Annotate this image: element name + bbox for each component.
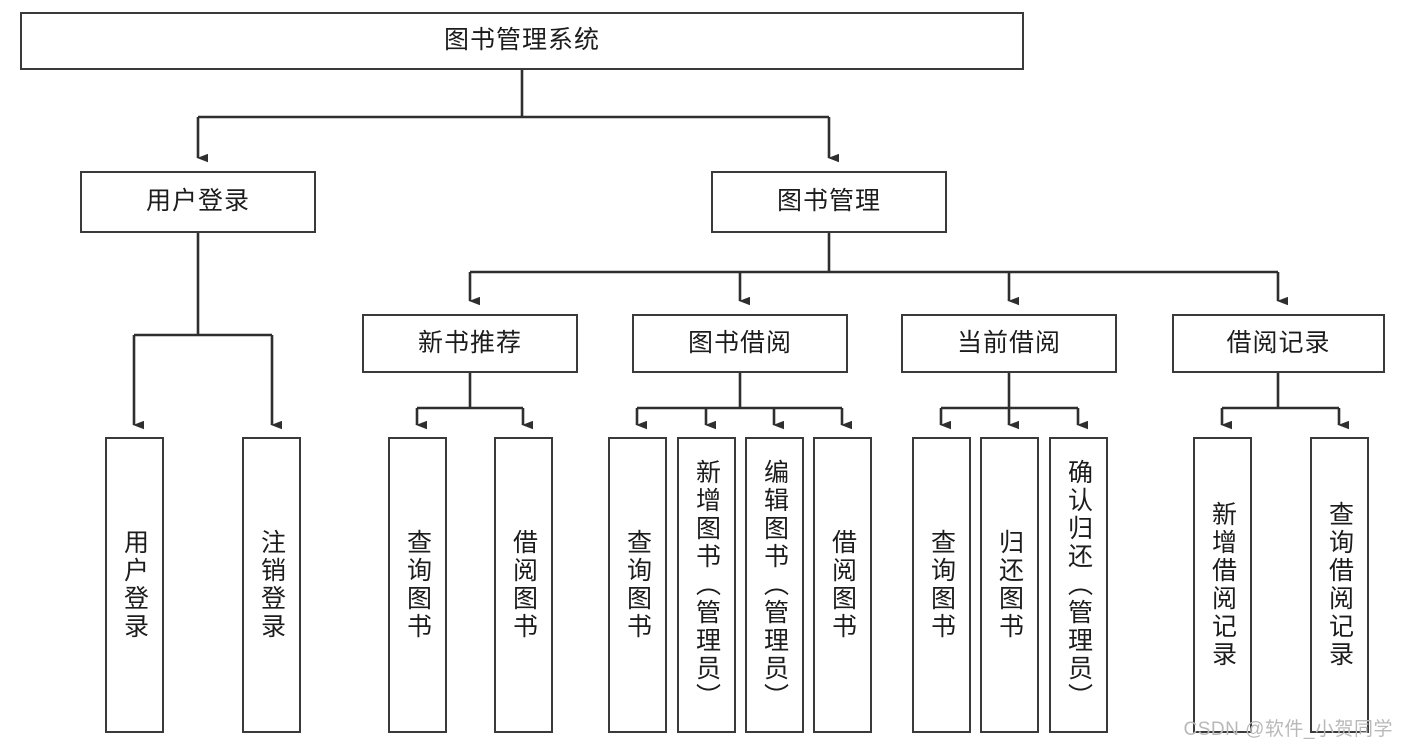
node-label: 新增图书（管理员） <box>692 459 721 711</box>
node-label: 借阅图书 <box>509 529 538 641</box>
node-label: 归还图书 <box>995 529 1024 641</box>
node-book-management[interactable]: 图书管理 <box>711 171 947 233</box>
node-label: 用户登录 <box>145 187 250 216</box>
leaf-current-borrow-confirm-return[interactable]: 确认归还（管理员） <box>1049 437 1108 733</box>
leaf-book-borrow-add[interactable]: 新增图书（管理员） <box>677 437 736 733</box>
node-label: 图书管理 <box>776 187 881 216</box>
node-label: 新增借阅记录 <box>1208 501 1237 669</box>
node-label: 借阅记录 <box>1226 328 1331 357</box>
node-label: 查询图书 <box>623 529 652 641</box>
node-label: 注销登录 <box>257 529 286 641</box>
node-book-borrow[interactable]: 图书借阅 <box>632 314 848 373</box>
leaf-book-borrow-query[interactable]: 查询图书 <box>608 437 667 733</box>
node-label: 用户登录 <box>120 529 149 641</box>
leaf-new-book-borrow[interactable]: 借阅图书 <box>494 437 553 733</box>
leaf-borrow-record-query[interactable]: 查询借阅记录 <box>1310 437 1369 733</box>
node-current-borrow[interactable]: 当前借阅 <box>901 314 1117 373</box>
leaf-new-book-query[interactable]: 查询图书 <box>388 437 447 733</box>
node-label: 确认归还（管理员） <box>1064 459 1093 711</box>
leaf-user-login-logout[interactable]: 注销登录 <box>242 437 301 733</box>
leaf-book-borrow-edit[interactable]: 编辑图书（管理员） <box>745 437 804 733</box>
leaf-book-borrow-borrow[interactable]: 借阅图书 <box>813 437 872 733</box>
node-label: 借阅图书 <box>828 529 857 641</box>
node-borrow-record[interactable]: 借阅记录 <box>1172 314 1385 373</box>
watermark-text: CSDN @软件_小贺同学 <box>1183 719 1393 740</box>
node-label: 图书管理系统 <box>443 26 600 55</box>
node-label: 查询图书 <box>927 529 956 641</box>
node-user-login[interactable]: 用户登录 <box>80 171 316 233</box>
leaf-user-login-login[interactable]: 用户登录 <box>105 437 164 733</box>
node-label: 编辑图书（管理员） <box>760 459 789 711</box>
leaf-current-borrow-query[interactable]: 查询图书 <box>912 437 971 733</box>
leaf-borrow-record-add[interactable]: 新增借阅记录 <box>1193 437 1252 733</box>
node-new-book-recommend[interactable]: 新书推荐 <box>362 314 578 373</box>
leaf-current-borrow-return[interactable]: 归还图书 <box>980 437 1039 733</box>
node-label: 当前借阅 <box>956 328 1061 357</box>
node-root-system[interactable]: 图书管理系统 <box>20 12 1024 70</box>
node-label: 查询图书 <box>403 529 432 641</box>
node-label: 新书推荐 <box>417 328 522 357</box>
node-label: 查询借阅记录 <box>1325 501 1354 669</box>
node-label: 图书借阅 <box>687 328 792 357</box>
